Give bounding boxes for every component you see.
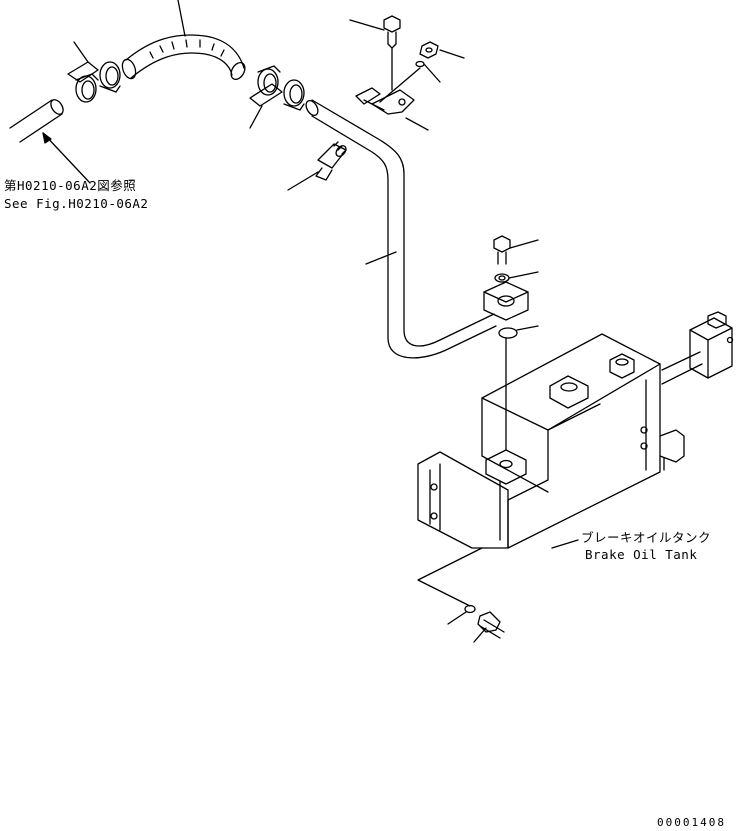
o-ring xyxy=(498,327,518,339)
reference-note-japanese: 第H0210-06A2図参照 xyxy=(4,178,137,193)
washer-flange xyxy=(494,273,510,283)
leader-lines-mounting xyxy=(417,547,487,643)
reference-arrow xyxy=(42,132,91,184)
leader-line-tank-label xyxy=(551,539,579,549)
elbow-fitting xyxy=(315,141,347,181)
hose-clamp-right-pair xyxy=(249,65,305,111)
bolt-flange xyxy=(493,235,511,265)
tank-label-english: Brake Oil Tank xyxy=(585,547,698,562)
leader-lines-flange xyxy=(505,239,539,451)
reference-note-english: See Fig.H0210-06A2 xyxy=(4,196,149,211)
leader-line-steel-pipe xyxy=(365,251,397,265)
drawing-number: 00001408 xyxy=(657,816,726,829)
leader-line-elbow xyxy=(287,171,319,191)
mounting-bolt xyxy=(477,611,505,639)
nut-top xyxy=(419,41,439,59)
bolt-top xyxy=(383,15,401,49)
tank-label-japanese: ブレーキオイルタンク xyxy=(581,530,712,545)
leader-lines-left-clamp xyxy=(73,41,89,63)
reference-pipe xyxy=(9,99,64,143)
rubber-hose xyxy=(121,34,246,81)
washer-top xyxy=(415,60,425,68)
brake-oil-tank xyxy=(417,333,703,549)
leader-line-hose xyxy=(177,0,186,37)
leader-lines-top-hardware xyxy=(349,19,465,131)
hose-clamp-left-pair xyxy=(67,61,121,103)
pipe-flange xyxy=(483,281,529,321)
valve-block xyxy=(689,311,734,379)
leader-line-right-clamp xyxy=(249,105,263,129)
pipe-bracket xyxy=(355,87,415,115)
steel-pipe xyxy=(305,99,497,359)
